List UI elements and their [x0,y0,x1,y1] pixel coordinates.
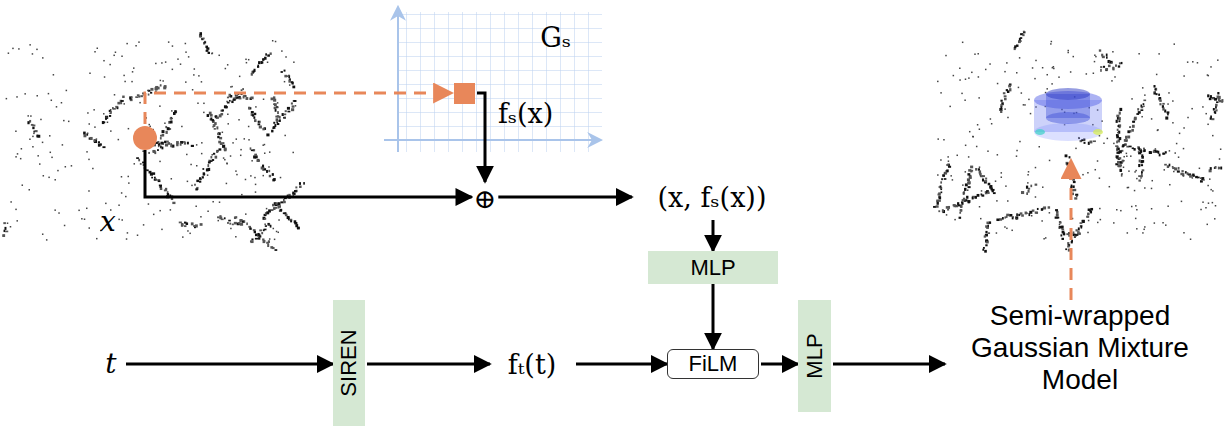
edge-label: fₛ(x) [498,98,553,129]
flow-arrow [145,150,472,197]
node-text: Semi-wrapped Gaussian Mixture Model [945,300,1215,397]
flow-arrow [576,363,667,366]
flow-arrow [126,363,333,366]
point-cloud [2,32,305,251]
query-point [133,126,157,150]
mlp-box: MLP [648,251,778,284]
node-text: FiLM [689,351,738,377]
film-box: FiLM [667,349,759,379]
gaussian-cylinder [1034,88,1103,300]
flow-arrow [367,363,490,366]
flow-arrow [477,93,485,182]
node-text: MLP [690,255,735,281]
flow-arrow [833,363,945,366]
node-text: (x, fₛ(x)) [658,182,767,213]
feature-grid [384,8,602,152]
feature-tuple: (x, fₛ(x)) [632,174,792,220]
flow-arrow [712,220,715,251]
point-label: x [100,126,157,238]
time-feature: fₜ(t) [490,342,574,386]
node-text: x [100,205,116,238]
node-text: SIREN [336,329,362,396]
flow-arrow [761,363,798,366]
node-text: ⊕ [474,183,497,214]
siren-box: SIREN [333,300,365,426]
flow-arrow [712,284,715,349]
concat-symbol: ⊕ [472,182,499,215]
node-text: t [105,347,116,380]
output-text: Semi-wrapped Gaussian Mixture Model [945,298,1215,398]
lookup-arrow [145,93,452,124]
time-input: t [98,343,124,383]
node-text: fₜ(t) [508,349,557,380]
flow-arrow [498,196,632,199]
node-text: Gₛ [540,22,571,53]
feature-grid-box: Gₛ [375,10,605,160]
node-text: MLP [802,333,828,378]
grid-cell [454,83,475,104]
mlp-box: MLP [798,300,831,412]
point-cloud [933,31,1223,253]
